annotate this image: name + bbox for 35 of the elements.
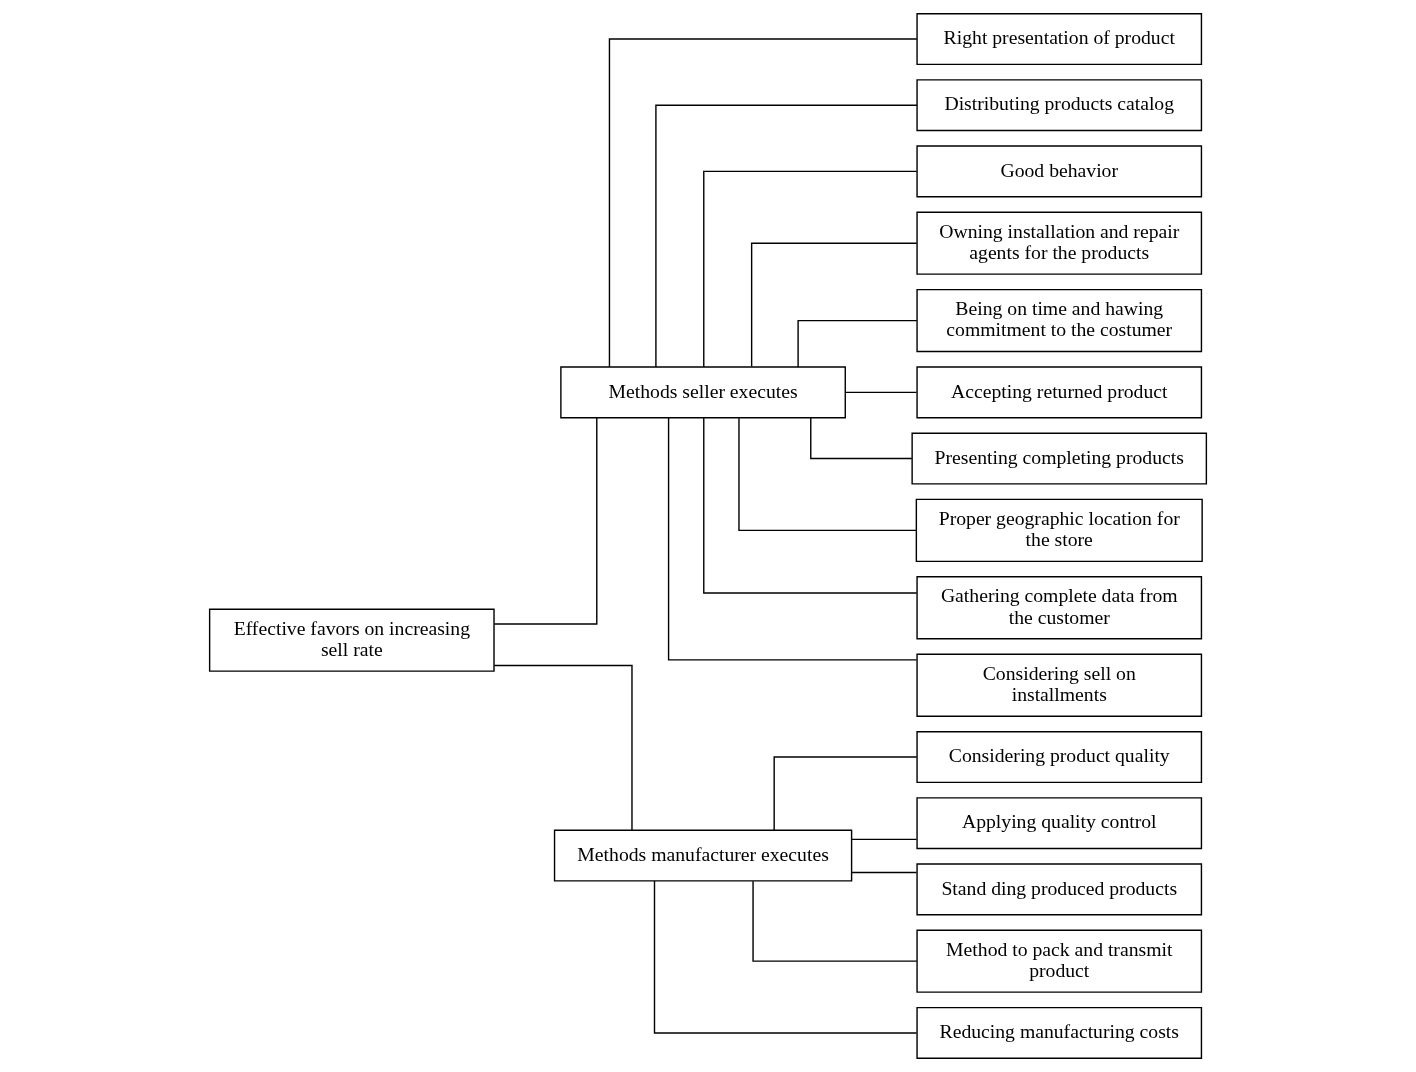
node-box: Method to pack and transmit product [916,929,1203,993]
node-box: Presenting completing products [911,432,1208,485]
node-box: Stand ding produced products [916,863,1203,916]
node-box: Reducing manufacturing costs [916,1006,1203,1059]
connector [750,242,918,368]
connector [752,880,918,962]
node-box: Being on time and hawing commitment to the costumer [916,288,1203,353]
node-box: Owning installation and repair agents for the products [916,211,1203,275]
node-box: Accepting returned product [916,366,1203,419]
connector [851,838,918,841]
node-box: Considering sell on installments [916,653,1203,717]
connector [851,871,918,874]
connector [703,417,918,594]
connector [493,664,633,831]
connector [667,417,918,661]
connector [653,880,918,1034]
connector [738,417,917,532]
node-box: Effective favors on increasing sell rate [208,608,495,672]
node-box: Methods manufacturer executes [553,829,853,882]
connector [608,38,918,368]
node-box: Distributing products catalog [916,79,1203,132]
node-box: Gathering complete data from the customer [916,576,1203,640]
connector [773,756,918,831]
connector [703,170,918,368]
node-box: Right presentation of product [916,13,1203,66]
connector [810,417,913,460]
node-box: Considering product quality [916,731,1203,784]
connector [844,391,918,394]
connector [655,104,918,368]
node-box: Proper geographic location for the store [915,498,1203,563]
connector [493,417,598,625]
node-box: Applying quality control [916,797,1203,850]
connector [797,319,918,368]
node-box: Methods seller executes [560,366,846,419]
node-box: Good behavior [916,145,1203,198]
